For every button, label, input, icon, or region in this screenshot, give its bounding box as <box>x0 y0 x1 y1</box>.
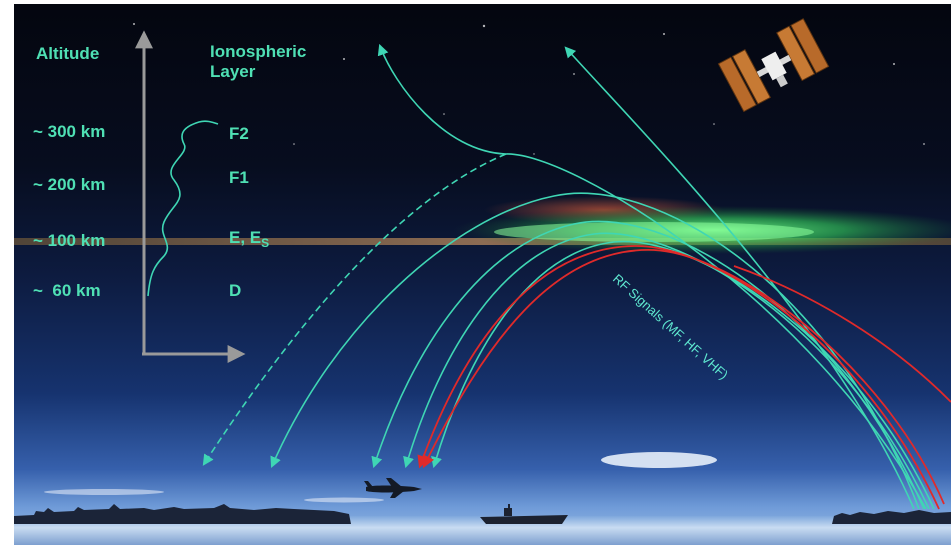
layer-label-e-es: E, ES <box>229 228 270 250</box>
ionospheric-layer-title-line2: Layer <box>210 62 256 81</box>
ionosphere-band <box>14 238 951 245</box>
signal-path-cyan <box>403 232 930 510</box>
signal-path-red <box>417 245 940 510</box>
left-coastline <box>14 504 351 524</box>
cloud <box>601 452 717 468</box>
signal-path-cyan <box>371 220 925 510</box>
altitude-label-60km: ~ 60 km <box>33 281 101 300</box>
altitude-label-100km: ~ 100 km <box>33 231 106 250</box>
ionosphere-illustration: Altitude Ionospheric Layer ~ 300 km ~ 20… <box>14 4 951 545</box>
signal-path-cyan <box>377 43 927 510</box>
altitude-label-200km: ~ 200 km <box>33 175 106 194</box>
signal-path-cyan <box>564 46 915 510</box>
layer-label-es-subscript: S <box>261 236 270 250</box>
aircraft-carrier <box>480 504 568 524</box>
airplane <box>364 478 422 498</box>
stars <box>133 23 925 155</box>
density-profile-curve <box>147 120 219 297</box>
ionosphere-scene <box>14 4 951 545</box>
layer-label-f2: F2 <box>229 124 249 143</box>
signal-path-red <box>422 249 945 505</box>
layer-label-f1: F1 <box>229 168 249 187</box>
ionospheric-layer-title-line1: Ionospheric <box>210 42 307 61</box>
right-coastline <box>832 510 951 524</box>
signal-path-red <box>733 265 951 403</box>
sky-background <box>14 4 951 545</box>
signal-path-cyan <box>202 153 507 466</box>
cloud <box>304 497 384 503</box>
space-station <box>717 18 830 113</box>
cloud <box>44 489 164 495</box>
signal-path-cyan <box>431 240 935 510</box>
layer-label-d: D <box>229 281 242 300</box>
altitude-axis-title: Altitude <box>36 44 100 63</box>
red-signal-paths <box>417 245 951 510</box>
layer-label-e-prefix: E, E <box>229 228 262 247</box>
altitude-label-300km: ~ 300 km <box>33 122 106 141</box>
